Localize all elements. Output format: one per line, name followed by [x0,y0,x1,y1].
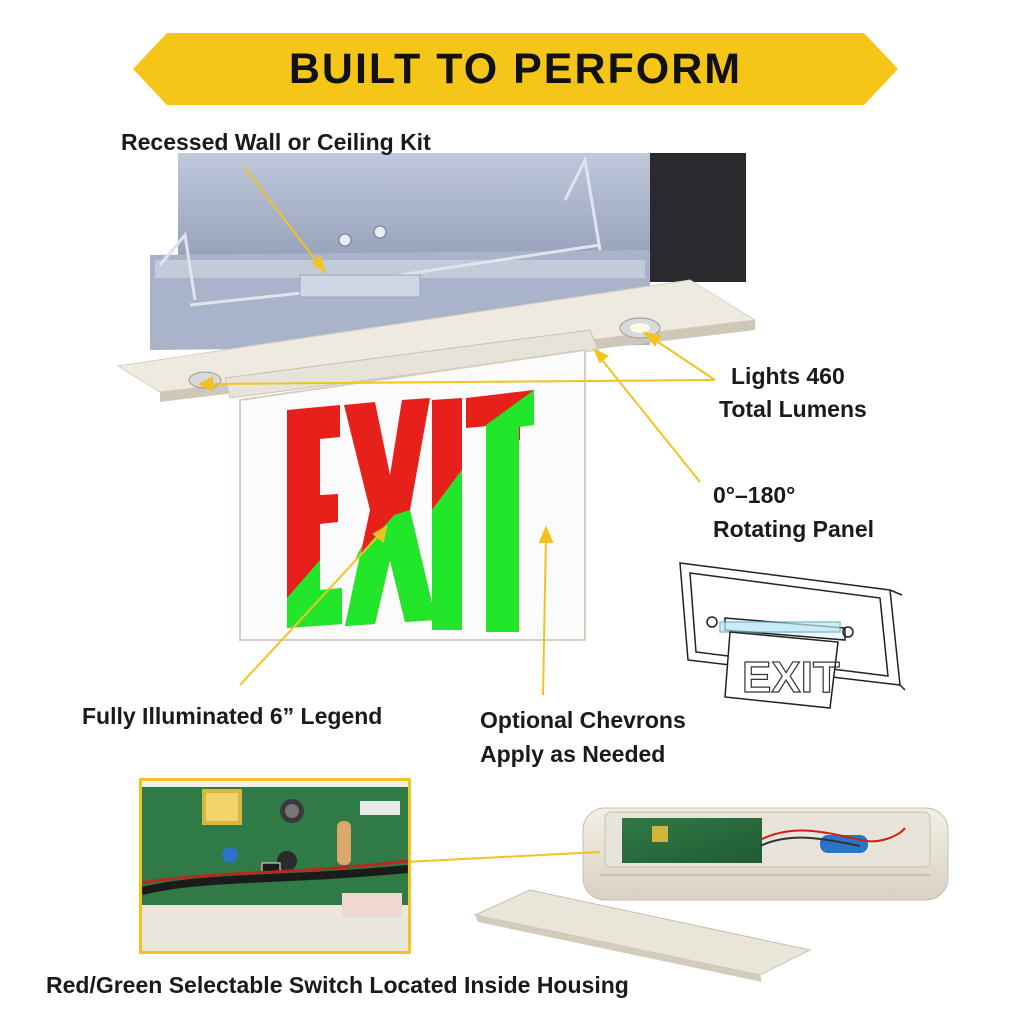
label-rotating-line1: 0°–180° [713,482,796,508]
rotating-panel-diagram: EXIT [679,562,906,709]
opened-housing [473,807,949,982]
banner-title: BUILT TO PERFORM [288,44,743,93]
label-rotating-line2: Rotating Panel [713,516,875,542]
circuit-board-image [142,781,408,951]
label-recessed-kit: Recessed Wall or Ceiling Kit [121,129,431,155]
label-switch: Red/Green Selectable Switch Located Insi… [46,972,629,998]
label-legend: Fully Illuminated 6” Legend [82,703,383,729]
switch-closeup-inset [139,778,411,954]
label-chevrons-line1: Optional Chevrons [480,707,686,733]
diagram-exit-text: EXIT [742,653,840,702]
title-banner: BUILT TO PERFORM [133,33,898,105]
label-lights-line1: Lights 460 [731,363,845,389]
label-chevrons-line2: Apply as Needed [480,741,666,767]
label-lights-line2: Total Lumens [719,396,867,422]
banner-shape [133,33,898,105]
canopy-bar [224,329,599,399]
recessed-box [150,153,746,350]
exit-legend [287,390,534,632]
